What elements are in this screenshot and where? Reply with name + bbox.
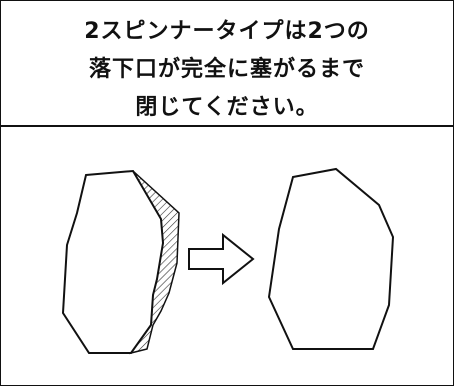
open-shape-outline [61, 169, 165, 354]
instruction-line-2: 落下口が完全に塞がるまで [88, 57, 365, 82]
instruction-line-3: 閉じてください。 [135, 95, 319, 120]
illustration-panel [1, 127, 453, 385]
open-spinner-shape [61, 169, 180, 355]
closing-illustration [61, 167, 395, 355]
instruction-line-1: 2スピンナータイプは2つの [84, 19, 370, 44]
closed-shape-outline [267, 167, 395, 350]
instruction-header: 2スピンナータイプは2つの 落下口が完全に塞がるまで 閉じてください。 [1, 1, 453, 127]
right-arrow-icon [188, 232, 255, 286]
